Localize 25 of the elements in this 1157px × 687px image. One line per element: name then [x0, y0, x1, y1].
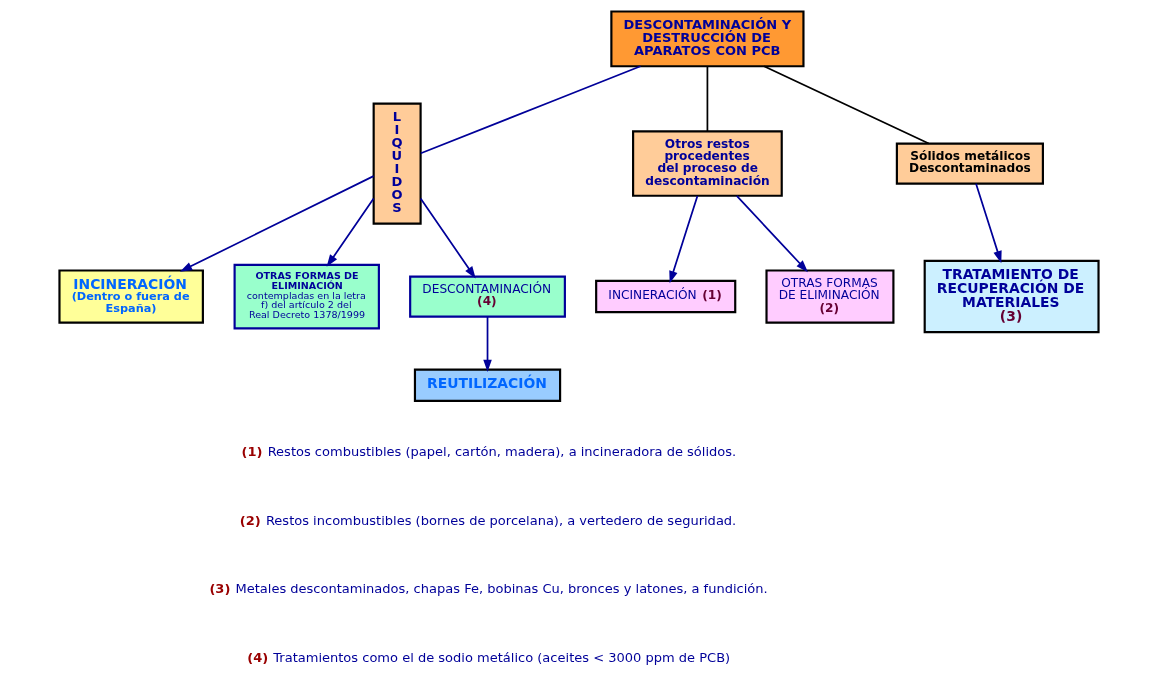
- node-box: OTRAS FORMAS DE ELIMINACIÓN contempladas en la letra f) del artículo 2 del Real Decreto 1378/1999: [233, 263, 380, 330]
- label: (4) Tratamientos como el de sodio metálico (aceites < 3000 ppm de PCB): [246, 650, 730, 666]
- arrow: [974, 182, 1002, 264]
- node-box: REUTILIZACIÓN: [413, 368, 561, 402]
- node-box: Sólidos metálicos Descontaminados: [895, 142, 1044, 185]
- connector: [419, 65, 641, 155]
- node-box: INCINERACIÓN (Dentro o fuera de España): [57, 269, 204, 324]
- arrow: [326, 197, 374, 267]
- node-box: TRATAMIENTO DE RECUPERACIÓN DE MATERIALES (3): [923, 259, 1100, 334]
- connector: [762, 65, 930, 145]
- arrow: [179, 175, 374, 272]
- node-box: LIQUIDOS: [372, 102, 422, 225]
- arrow: [735, 195, 808, 273]
- label: (1) Restos combustibles (papel, cartón, madera), a incineradora de sólidos.: [241, 444, 736, 460]
- node-box: INCINERACIÓN (1): [594, 279, 736, 314]
- arrow: [419, 197, 476, 279]
- node-box: DESCONTAMINACIÓN (4): [408, 275, 566, 318]
- arrow: [482, 315, 492, 373]
- node-box: OTRAS FORMAS DE ELIMINACIÓN (2): [764, 269, 894, 324]
- node-box: Otros restos procedentes del proceso de descontaminación: [631, 130, 783, 197]
- node-box: DESCONTAMINACIÓN Y DESTRUCCIÓN DE APARATOS CON PCB: [609, 10, 805, 68]
- label: (3) Metales descontaminados, chapas Fe, bobinas Cu, bronces y latones, a fundición.: [208, 581, 768, 597]
- arrow: [668, 195, 698, 284]
- label: (2) Restos incombustibles (bornes de porcelana), a vertedero de seguridad.: [239, 512, 736, 528]
- connector: [706, 65, 708, 133]
